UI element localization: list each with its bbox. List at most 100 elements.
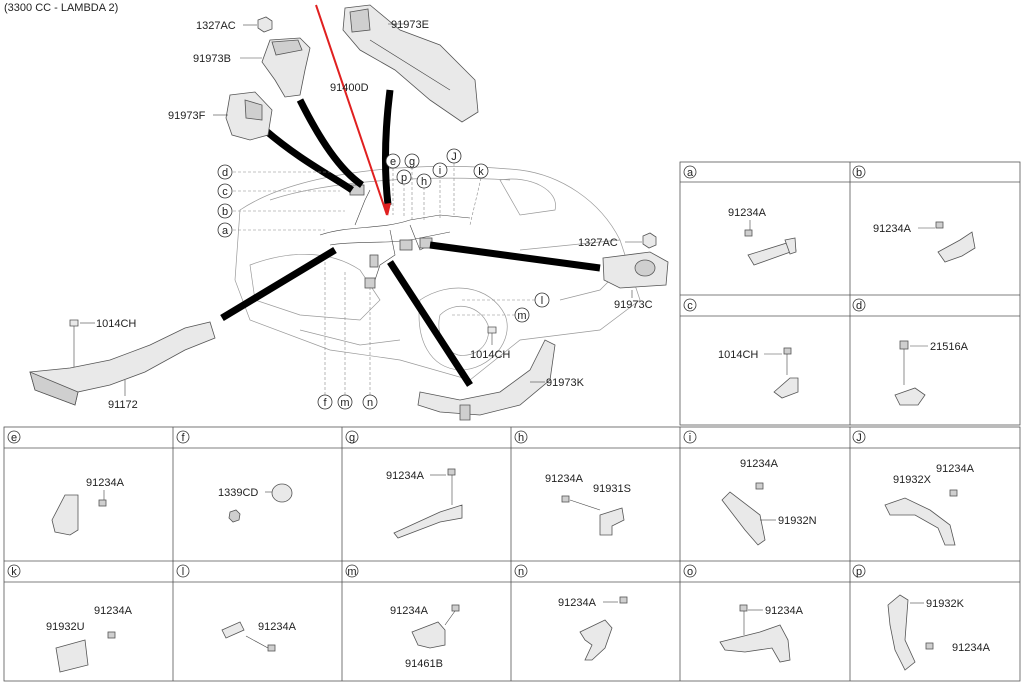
callout-i: i xyxy=(432,162,448,178)
svg-text:1327AC: 1327AC xyxy=(578,237,618,249)
svg-text:91931S: 91931S xyxy=(593,483,631,495)
cell-header-f: f xyxy=(176,430,190,444)
detail-o: 91234A xyxy=(719,604,804,663)
cell-headers: a b c d e f g h i J k l m n o p xyxy=(7,165,866,578)
svg-text:1014CH: 1014CH xyxy=(718,349,758,361)
callout-markers: d c b a e p g h i J k l m f m n xyxy=(217,148,550,410)
detail-f: 1339CD xyxy=(218,483,293,523)
callout-p: p xyxy=(396,169,412,185)
svg-text:91234A: 91234A xyxy=(94,605,133,617)
svg-text:91932U: 91932U xyxy=(46,621,85,633)
svg-text:91234A: 91234A xyxy=(386,470,425,482)
detail-g: 91234A xyxy=(386,468,463,539)
callout-a: a xyxy=(217,222,233,238)
svg-text:91234A: 91234A xyxy=(258,621,297,633)
svg-text:91973C: 91973C xyxy=(614,299,653,311)
cell-header-m: m xyxy=(345,564,359,578)
callout-c: c xyxy=(217,183,233,199)
svg-text:b: b xyxy=(222,206,228,218)
svg-text:h: h xyxy=(518,432,524,444)
cell-header-h: h xyxy=(514,430,528,444)
svg-text:o: o xyxy=(687,566,693,578)
svg-text:1327AC: 1327AC xyxy=(196,20,236,32)
detail-b: 91234A xyxy=(873,221,976,263)
bracket-91973f: 91973F xyxy=(168,91,273,141)
cell-header-b: b xyxy=(852,165,866,179)
svg-text:91234A: 91234A xyxy=(740,458,779,470)
callout-k: k xyxy=(473,163,489,179)
svg-text:J: J xyxy=(856,432,862,444)
svg-text:91932K: 91932K xyxy=(926,598,965,610)
svg-text:1014CH: 1014CH xyxy=(96,318,136,330)
svg-text:91234A: 91234A xyxy=(390,605,429,617)
svg-text:91234A: 91234A xyxy=(952,642,991,654)
callout-g: g xyxy=(404,153,420,169)
svg-text:c: c xyxy=(687,300,693,312)
callout-f: f xyxy=(317,394,333,410)
nut-top: 1327AC xyxy=(196,16,273,33)
cell-header-a: a xyxy=(683,165,697,179)
cell-header-o: o xyxy=(683,564,697,578)
svg-text:n: n xyxy=(367,397,373,409)
pointer-arrowhead xyxy=(383,203,391,216)
bolt-left: 1014CH xyxy=(69,318,136,368)
detail-h: 91234A 91931S xyxy=(545,473,631,536)
detail-c: 1014CH xyxy=(718,347,799,399)
cell-header-i: i xyxy=(683,430,697,444)
cell-header-g: g xyxy=(345,430,359,444)
svg-text:c: c xyxy=(222,186,228,198)
detail-m: 91234A 91461B xyxy=(390,604,460,670)
svg-text:f: f xyxy=(181,432,185,444)
svg-text:m: m xyxy=(347,566,356,578)
detail-a: 91234A xyxy=(728,207,797,266)
callout-m-bottom: m xyxy=(337,394,353,410)
cell-header-l: l xyxy=(176,564,190,578)
svg-text:h: h xyxy=(421,176,427,188)
cell-header-d: d xyxy=(852,298,866,312)
svg-text:k: k xyxy=(11,566,17,578)
svg-text:g: g xyxy=(349,432,355,444)
svg-text:m: m xyxy=(517,310,526,322)
nut-right: 1327AC xyxy=(578,232,657,249)
cell-header-c: c xyxy=(683,298,697,312)
callout-j: J xyxy=(446,148,462,164)
detail-k: 91932U 91234A xyxy=(46,605,133,673)
svg-text:91234A: 91234A xyxy=(558,597,597,609)
svg-text:p: p xyxy=(401,172,407,184)
callout-lines xyxy=(233,163,535,395)
svg-text:91234A: 91234A xyxy=(765,605,804,617)
svg-text:21516A: 21516A xyxy=(930,341,969,353)
svg-text:1339CD: 1339CD xyxy=(218,487,258,499)
svg-text:91932N: 91932N xyxy=(778,515,817,527)
callout-b: b xyxy=(217,203,233,219)
svg-text:a: a xyxy=(687,167,694,179)
detail-d: 21516A xyxy=(894,340,969,406)
svg-text:91234A: 91234A xyxy=(545,473,584,485)
svg-text:e: e xyxy=(11,432,17,444)
svg-text:e: e xyxy=(390,156,396,168)
svg-text:k: k xyxy=(478,166,484,178)
callout-d: d xyxy=(217,164,233,180)
callout-l: l xyxy=(534,292,550,308)
protector-91172: 91172 xyxy=(29,321,216,411)
harness-label: 91400D xyxy=(330,82,369,94)
svg-text:91932X: 91932X xyxy=(893,474,932,486)
svg-text:J: J xyxy=(451,151,457,163)
svg-text:l: l xyxy=(541,295,543,307)
svg-text:91973K: 91973K xyxy=(546,377,585,389)
svg-text:91234A: 91234A xyxy=(728,207,767,219)
svg-text:91973E: 91973E xyxy=(391,19,429,31)
svg-text:91172: 91172 xyxy=(108,399,138,411)
svg-text:n: n xyxy=(518,566,524,578)
svg-text:91973B: 91973B xyxy=(193,53,231,65)
svg-text:d: d xyxy=(856,300,862,312)
svg-text:d: d xyxy=(222,167,228,179)
callout-m-right: m xyxy=(514,307,530,323)
detail-e: 91234A xyxy=(51,477,125,536)
wiring-harness xyxy=(319,184,471,289)
pointer-arrow xyxy=(315,4,388,216)
svg-text:91461B: 91461B xyxy=(405,658,443,670)
bolt-mid: 1014CH xyxy=(470,326,510,361)
vehicle-outline xyxy=(234,166,641,381)
